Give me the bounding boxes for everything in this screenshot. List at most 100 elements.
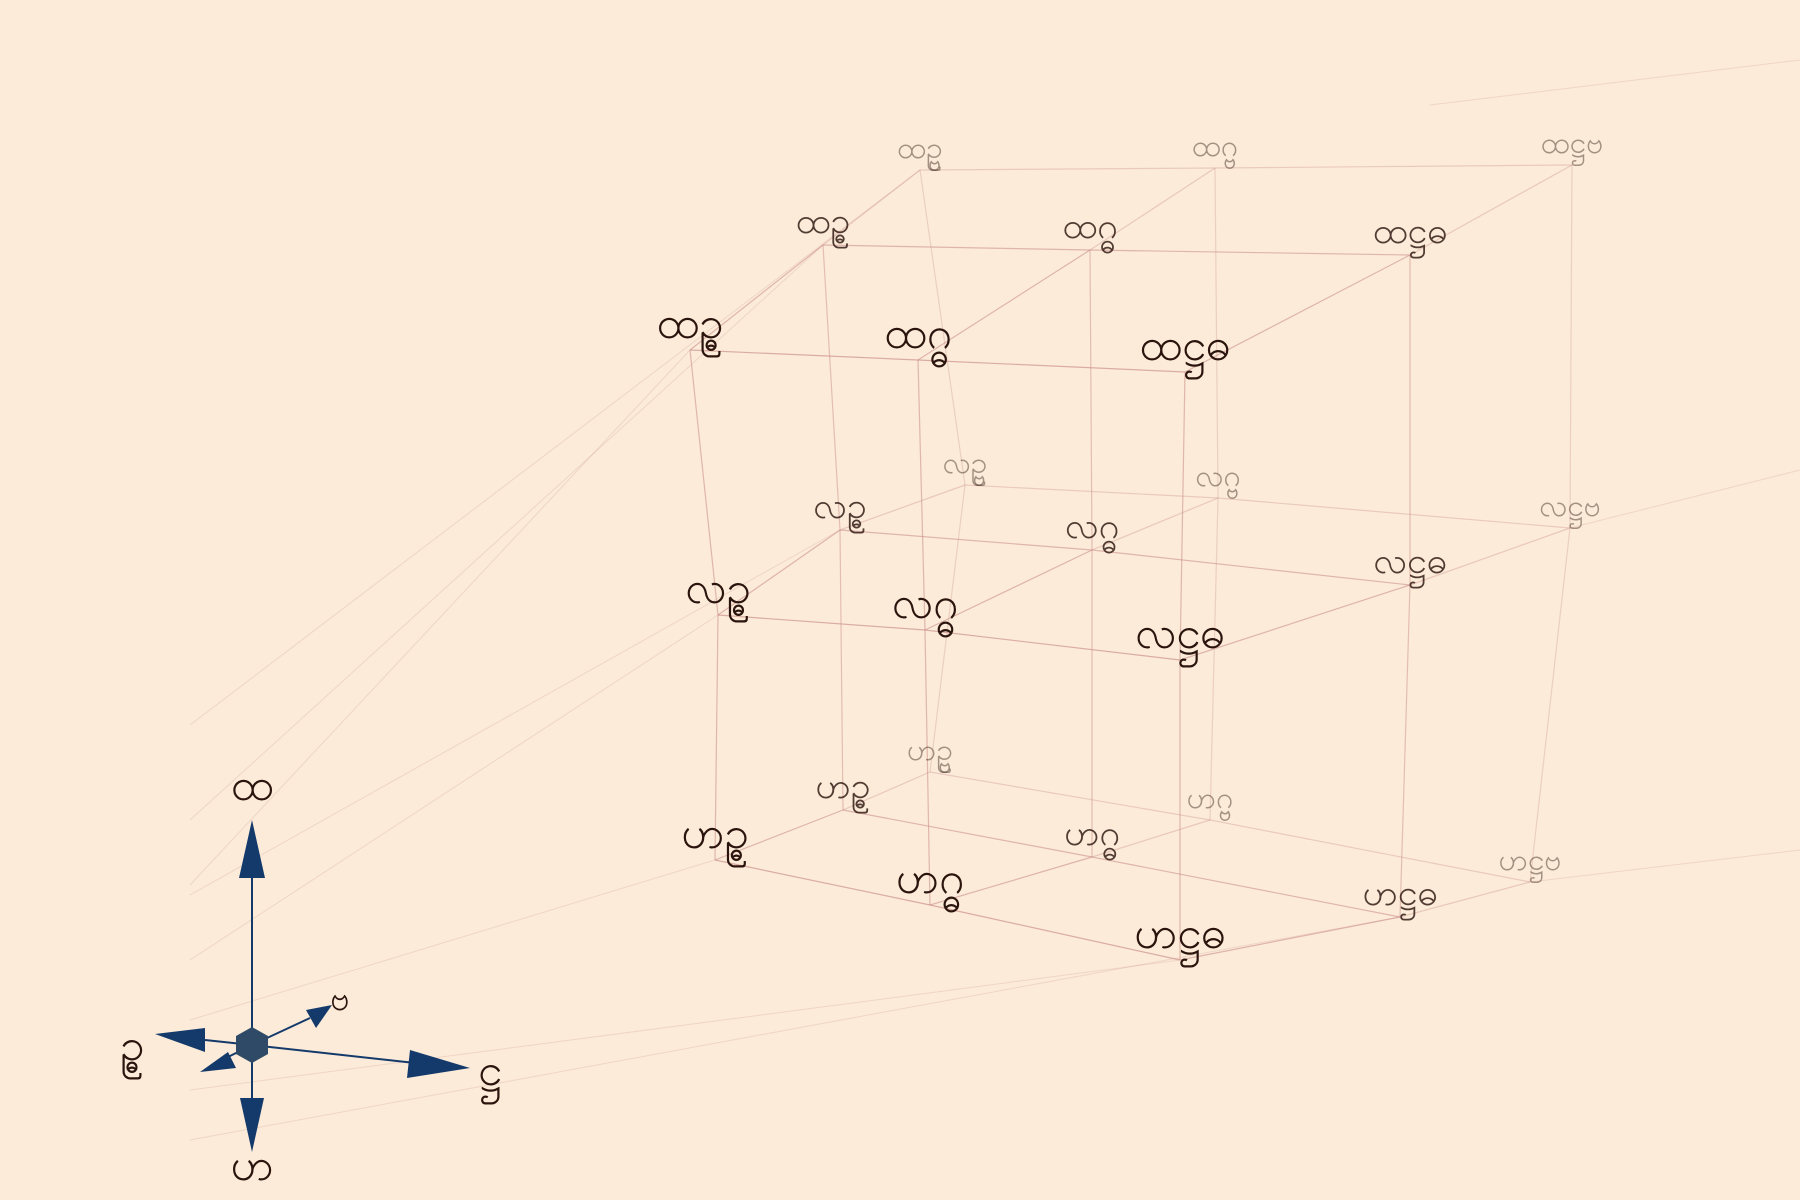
grid-line-depth [1399,881,1531,918]
grid-line-depth [1091,819,1211,858]
axis-label-down: ဟ [230,1140,273,1191]
grid-line-vertical [714,614,719,861]
grid-line-vertical [1529,527,1571,883]
perspective-guide-line [189,244,824,821]
grid-line-vertical [1214,167,1219,499]
axis-right-arrowhead [407,1050,470,1078]
node-label: ဟဂ္ဗ [1187,781,1234,822]
grid-line-depth [929,856,1093,906]
grid-line-depth [822,169,921,246]
node-label: လဥ္ဓ [685,563,751,623]
axis-up-arrowhead [239,820,265,878]
grid-line-depth [1409,164,1573,256]
grid-line-depth [714,809,844,861]
grid-line-row [822,244,1091,251]
grid-line-row [714,859,931,906]
node-label: လဂ္ဗ [1195,459,1240,500]
axis-right-line [251,1044,416,1064]
grid-line-row [1217,497,1571,529]
grid-line-row [842,809,1093,858]
perspective-guide-lines [189,59,1800,1141]
perspective-guide-line [189,614,719,961]
node-label: ထဋ္ဌဓ [1139,320,1230,380]
grid-line-depth [842,771,931,811]
node-label: လဂ္ဓ [1065,506,1119,554]
grid-line-row [1091,549,1411,586]
grid-line-vertical [917,359,926,631]
grid-line-row [839,529,1093,551]
grid-line-row [929,771,1211,821]
grid-line-depth [1409,527,1571,586]
grid-line-depth [917,249,1091,361]
grid-line-depth [924,549,1093,631]
grid-line-vertical [689,349,719,616]
node-label: ဟဂ္ဓ [1064,813,1120,861]
grid-line-row [1089,249,1411,256]
grid-line-depth [1179,584,1411,661]
perspective-guide-line [189,529,841,896]
node-label: ထဥ္ဗ [897,131,943,172]
node-label: ထဂ္ဓ [884,308,952,368]
axis-down-arrowhead [240,1098,264,1152]
node-label: ထဋ္ဌဗ [1541,126,1603,167]
grid-line-depth [1091,497,1219,551]
grid-line-depth [1089,167,1216,251]
node-label: လဋ္ဌဗ [1539,489,1601,530]
axis-label-right: ဋ္ဌ [478,1045,502,1105]
grid-line-row [1209,819,1531,883]
node-label: လဋ္ဌဓ [1373,541,1447,589]
axis-front-arrowhead [200,1052,236,1072]
node-label: ထဥ္ဓ [657,298,724,358]
axis-origin-hexagon [236,1027,268,1063]
node-label: ဟဋ္ဌဓ [1134,908,1226,968]
node-label: ဟဥ္ဓ [815,766,870,814]
grid-line-depth [839,484,966,531]
grid-line-depth [1179,916,1401,961]
node-label: ထဂ္ဓ [1062,206,1117,254]
grid-line-vertical [1569,164,1573,529]
node-label: ဟဋ္ဌဗ [1499,843,1562,884]
node-label: ထဂ္ဗ [1192,129,1238,170]
perspective-guide-line [1569,469,1800,529]
perspective-guide-line [1529,849,1800,883]
node-label: ဟဂ္ဓ [896,853,964,913]
grid-line-vertical [1089,249,1093,551]
perspective-guide-line [1429,59,1800,106]
node-label: လဥ္ဓ [813,486,867,534]
node-label: ထဋ္ဌဓ [1373,211,1448,259]
grid-line-depth [689,244,824,351]
grid-line-row [689,349,919,361]
grid-line-row [717,614,926,631]
grid-line-vertical [839,529,844,811]
axes-widget: ထ ဟ ဋ္ဌ ဥ္ဓ ဗ [120,760,502,1191]
grid-line-row [919,167,1216,171]
perspective-guide-line [189,916,1401,1141]
perspective-guide-line [189,169,921,726]
node-label: လဂ္ဓ [892,578,958,638]
grid-line-row [924,629,1181,661]
grid-line-vertical [1399,584,1411,918]
node-label: လဥ္ဗ [943,446,988,487]
grid-line-vertical [1209,497,1219,821]
grid-line-row [1091,856,1401,918]
grid-line-row [1214,164,1573,169]
node-label: ဟဥ္ဓ [681,808,748,868]
perspective-guide-line [189,859,716,1021]
perspective-guide-line [189,349,691,886]
grid-line-row [964,484,1219,499]
grid-line-vertical [929,484,966,773]
grid-lines [689,164,1573,961]
grid-line-depth [1184,254,1411,373]
grid-line-row [929,904,1181,961]
perspective-guide-line [189,959,1181,1091]
node-label: ဟဥ္ဗ [907,733,953,774]
node-label: ထဥ္ဓ [796,201,851,249]
grid-line-vertical [919,169,966,486]
grid-line-depth [717,529,841,616]
axis-label-up: ထ [231,760,274,811]
grid-line-vertical [1179,371,1186,661]
node-label: ဟဋ္ဌဓ [1362,873,1437,921]
node-label: လဋ္ဌဓ [1135,608,1225,668]
axis-label-left: ဥ္ဓ [120,1020,144,1080]
axis-label-depth: ဗ [330,979,349,1019]
